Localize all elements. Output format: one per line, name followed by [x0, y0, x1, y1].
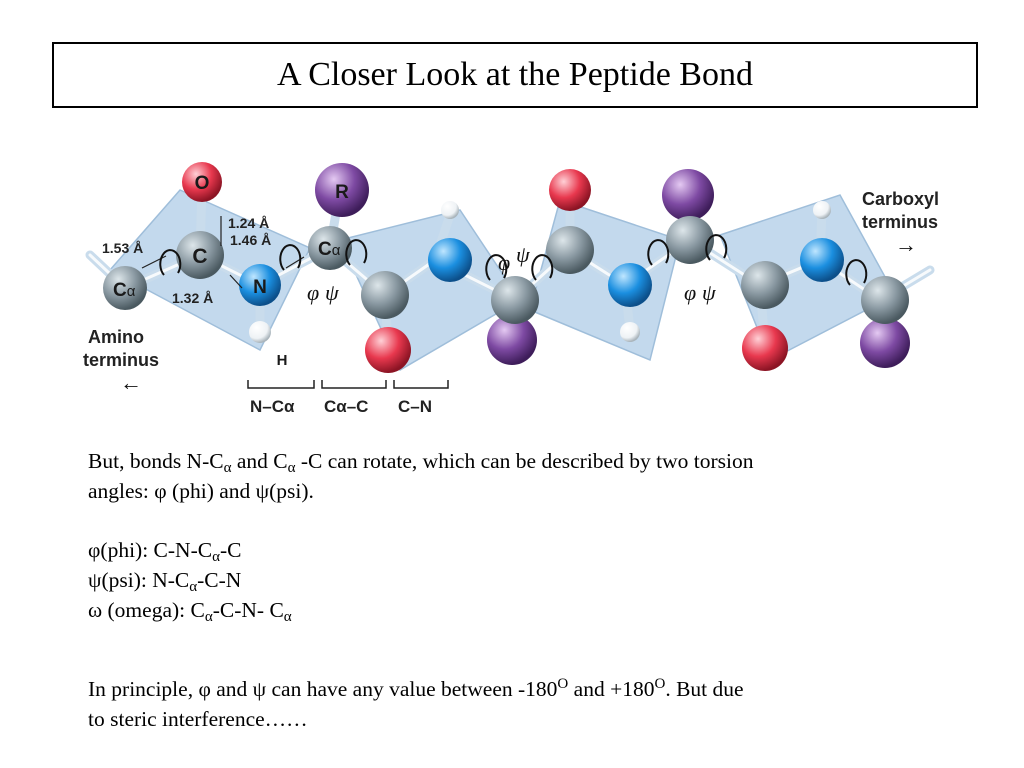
- alpha-carbon-label-1: Cα: [113, 280, 136, 301]
- nitrogen-atom-4: [800, 238, 844, 282]
- phi-label-1: φ: [307, 280, 319, 305]
- r-group-atom-4: [860, 318, 910, 368]
- alpha-carbon-1: [103, 266, 147, 310]
- paragraph-steric: In principle, φ and ψ can have any value…: [88, 674, 744, 734]
- alpha-carbon-5: [861, 276, 909, 324]
- rotation-arrows: [159, 234, 868, 286]
- carbon-atom-2: [361, 271, 409, 319]
- peptide-bond-diagram: O R C N H Cα Cα 1.53 Å 1.24 Å 1.46 Å 1.3…: [83, 162, 939, 416]
- bracket-label-c-n: C–N: [398, 397, 432, 416]
- atom-r-label: R: [335, 182, 349, 203]
- r-group-atom-1: [315, 163, 369, 217]
- para2-line1: In principle, φ and ψ can have any value…: [88, 676, 744, 701]
- oxygen-atom-1: [182, 162, 222, 202]
- psi-definition: ψ(psi): N-Cα-C-N: [88, 568, 242, 595]
- psi-label-2: ψ: [516, 242, 530, 267]
- para1-line2: angles: φ (phi) and ψ(psi).: [88, 479, 314, 503]
- phi-label-2: φ: [498, 250, 510, 275]
- para2-line2: to steric interference……: [88, 707, 308, 731]
- bond-length-124: 1.24 Å: [228, 215, 269, 231]
- nitrogen-atom-2: [428, 238, 472, 282]
- carboxyl-label-2: terminus: [862, 212, 938, 232]
- phi-label-3: φ: [684, 280, 696, 305]
- oxygen-atom-4: [742, 325, 788, 371]
- bond-length-146: 1.46 Å: [230, 232, 271, 248]
- carbon-atom-3: [546, 226, 594, 274]
- para1-line1: But, bonds N-Cα and Cα -C can rotate, wh…: [88, 449, 754, 476]
- phi-definition: φ(phi): C-N-Cα-C: [88, 538, 242, 565]
- psi-label-3: ψ: [702, 280, 716, 305]
- bracket-label-n-ca: N–Cα: [250, 397, 295, 416]
- alpha-carbon-4: [666, 216, 714, 264]
- alpha-carbon-label-2: Cα: [318, 239, 341, 260]
- amino-label-1: Amino: [88, 327, 144, 347]
- oxygen-atom-2: [365, 327, 411, 373]
- carboxyl-label-1: Carboxyl: [862, 189, 939, 209]
- oxygen-atom-3: [549, 169, 591, 211]
- bond-brackets: [247, 380, 449, 389]
- torsion-definitions: φ(phi): C-N-Cα-C ψ(psi): N-Cα-C-N ω (ome…: [88, 535, 292, 625]
- carbon-atom-c: [176, 231, 224, 279]
- title-box: A Closer Look at the Peptide Bond: [52, 42, 978, 108]
- peptide-plane-3: [529, 199, 681, 362]
- amino-label-2: terminus: [83, 350, 159, 370]
- atom-o-label: O: [195, 173, 210, 194]
- hydrogen-atom-1: [249, 321, 271, 343]
- hydrogen-atom-2: [441, 201, 459, 219]
- r-group-atom-2: [487, 315, 537, 365]
- bracket-label-ca-c: Cα–C: [324, 397, 368, 416]
- bond-length-153: 1.53 Å: [102, 240, 143, 256]
- carboxyl-arrow: →: [895, 232, 917, 257]
- slide-title: A Closer Look at the Peptide Bond: [277, 56, 753, 93]
- carbon-atom-4: [741, 261, 789, 309]
- atom-n-label: N: [253, 277, 267, 298]
- alpha-carbon-2: [308, 226, 352, 270]
- hydrogen-atom-3: [620, 322, 640, 342]
- alpha-carbon-3: [491, 276, 539, 324]
- omega-definition: ω (omega): Cα-C-N- Cα: [88, 598, 292, 625]
- bond-length-132: 1.32 Å: [172, 290, 213, 306]
- amino-arrow: ←: [120, 370, 142, 395]
- hydrogen-atom-4: [813, 201, 831, 219]
- atom-h-label: H: [277, 352, 288, 369]
- psi-label-1: ψ: [325, 280, 339, 305]
- r-group-atom-3: [662, 169, 714, 221]
- nitrogen-atom-3: [608, 263, 652, 307]
- atom-c-label: C: [192, 245, 207, 268]
- nitrogen-atom-1: [239, 264, 281, 306]
- paragraph-torsion-intro: But, bonds N-Cα and Cα -C can rotate, wh…: [88, 446, 753, 506]
